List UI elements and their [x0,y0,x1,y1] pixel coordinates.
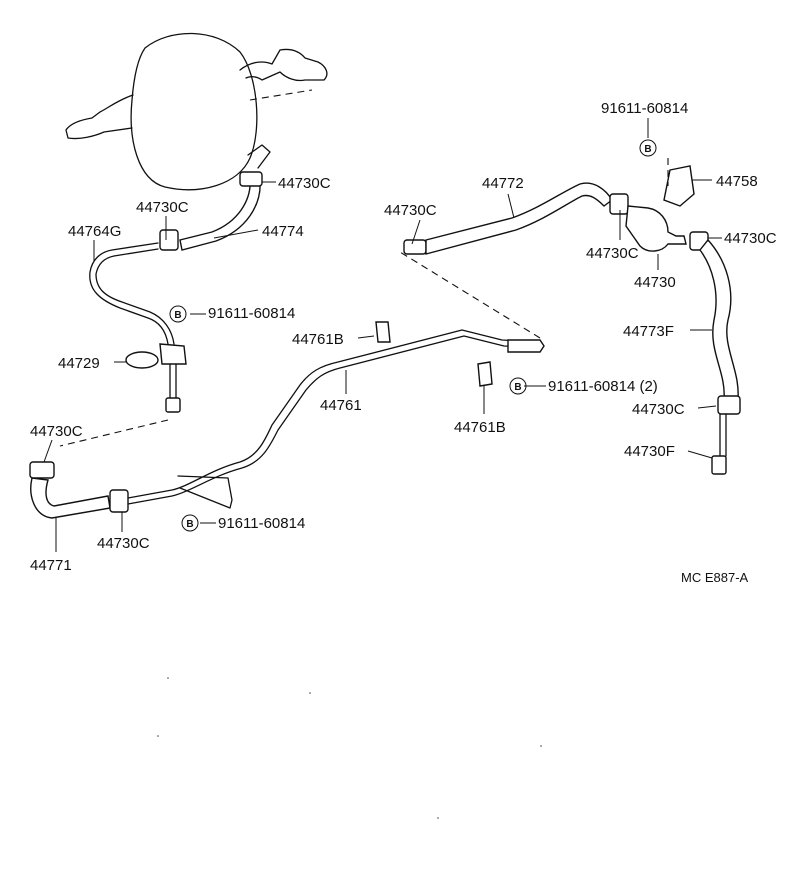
bolt-symbol-a: B [169,305,187,323]
label-44772: 44772 [482,175,524,192]
scan-speck [540,745,542,747]
label-91611-60814-a: 91611-60814 [208,305,295,322]
label-91611-60814-b: 91611-60814 [218,515,305,532]
label-44761: 44761 [320,397,362,414]
leader-lines [43,118,722,552]
bolt-symbol-d: B [639,139,657,157]
label-44730c-e: 44730C [384,202,437,219]
bolt-symbol-b: B [181,514,199,532]
label-44729: 44729 [58,355,100,372]
label-44773f: 44773F [623,323,674,340]
hose-44771 [29,461,129,519]
scan-speck [157,735,159,737]
leader-dash-2 [399,251,541,339]
svg-text:B: B [186,519,193,530]
leader-dash-1 [59,419,169,447]
pipe-44761 [127,329,545,509]
scan-speck [309,692,311,694]
brake-booster [65,32,328,191]
label-91611-60814-c: 91611-60814 (2) [548,378,658,395]
grommet-44729 [125,351,159,369]
figure-code: MC E887-A [681,570,749,585]
clamp-44761b-a [375,321,391,343]
label-44730f: 44730F [624,443,675,460]
label-44730c-g: 44730C [724,230,777,247]
label-44730c-c: 44730C [30,423,83,440]
label-44730c-f: 44730C [586,245,639,262]
label-44774: 44774 [262,223,304,240]
label-44761b-b: 44761B [454,419,506,436]
label-44764g: 44764G [68,223,121,240]
svg-text:B: B [514,382,521,393]
label-44730c-h: 44730C [632,401,685,418]
scan-speck [437,817,439,819]
label-44771: 44771 [30,557,72,574]
label-44730c-a: 44730C [278,175,331,192]
svg-text:B: B [644,144,651,155]
label-44761b-a: 44761B [292,331,344,348]
label-44730: 44730 [634,274,676,291]
fitting-44730f [711,413,727,475]
bracket-44758 [663,165,695,207]
svg-text:B: B [174,310,181,321]
label-44730c-d: 44730C [97,535,150,552]
bolt-symbol-c: B [509,377,527,395]
pipe-44764g [89,242,187,413]
label-44730c-b: 44730C [136,199,189,216]
clamp-44761b-b [477,361,493,387]
scan-speck [167,677,169,679]
label-91611-60814-d: 91611-60814 [601,100,688,117]
check-valve-44730 [625,205,687,252]
hose-44774 [159,171,263,251]
label-44758: 44758 [716,173,758,190]
hose-44773f [689,231,741,415]
hose-44772 [403,182,629,255]
